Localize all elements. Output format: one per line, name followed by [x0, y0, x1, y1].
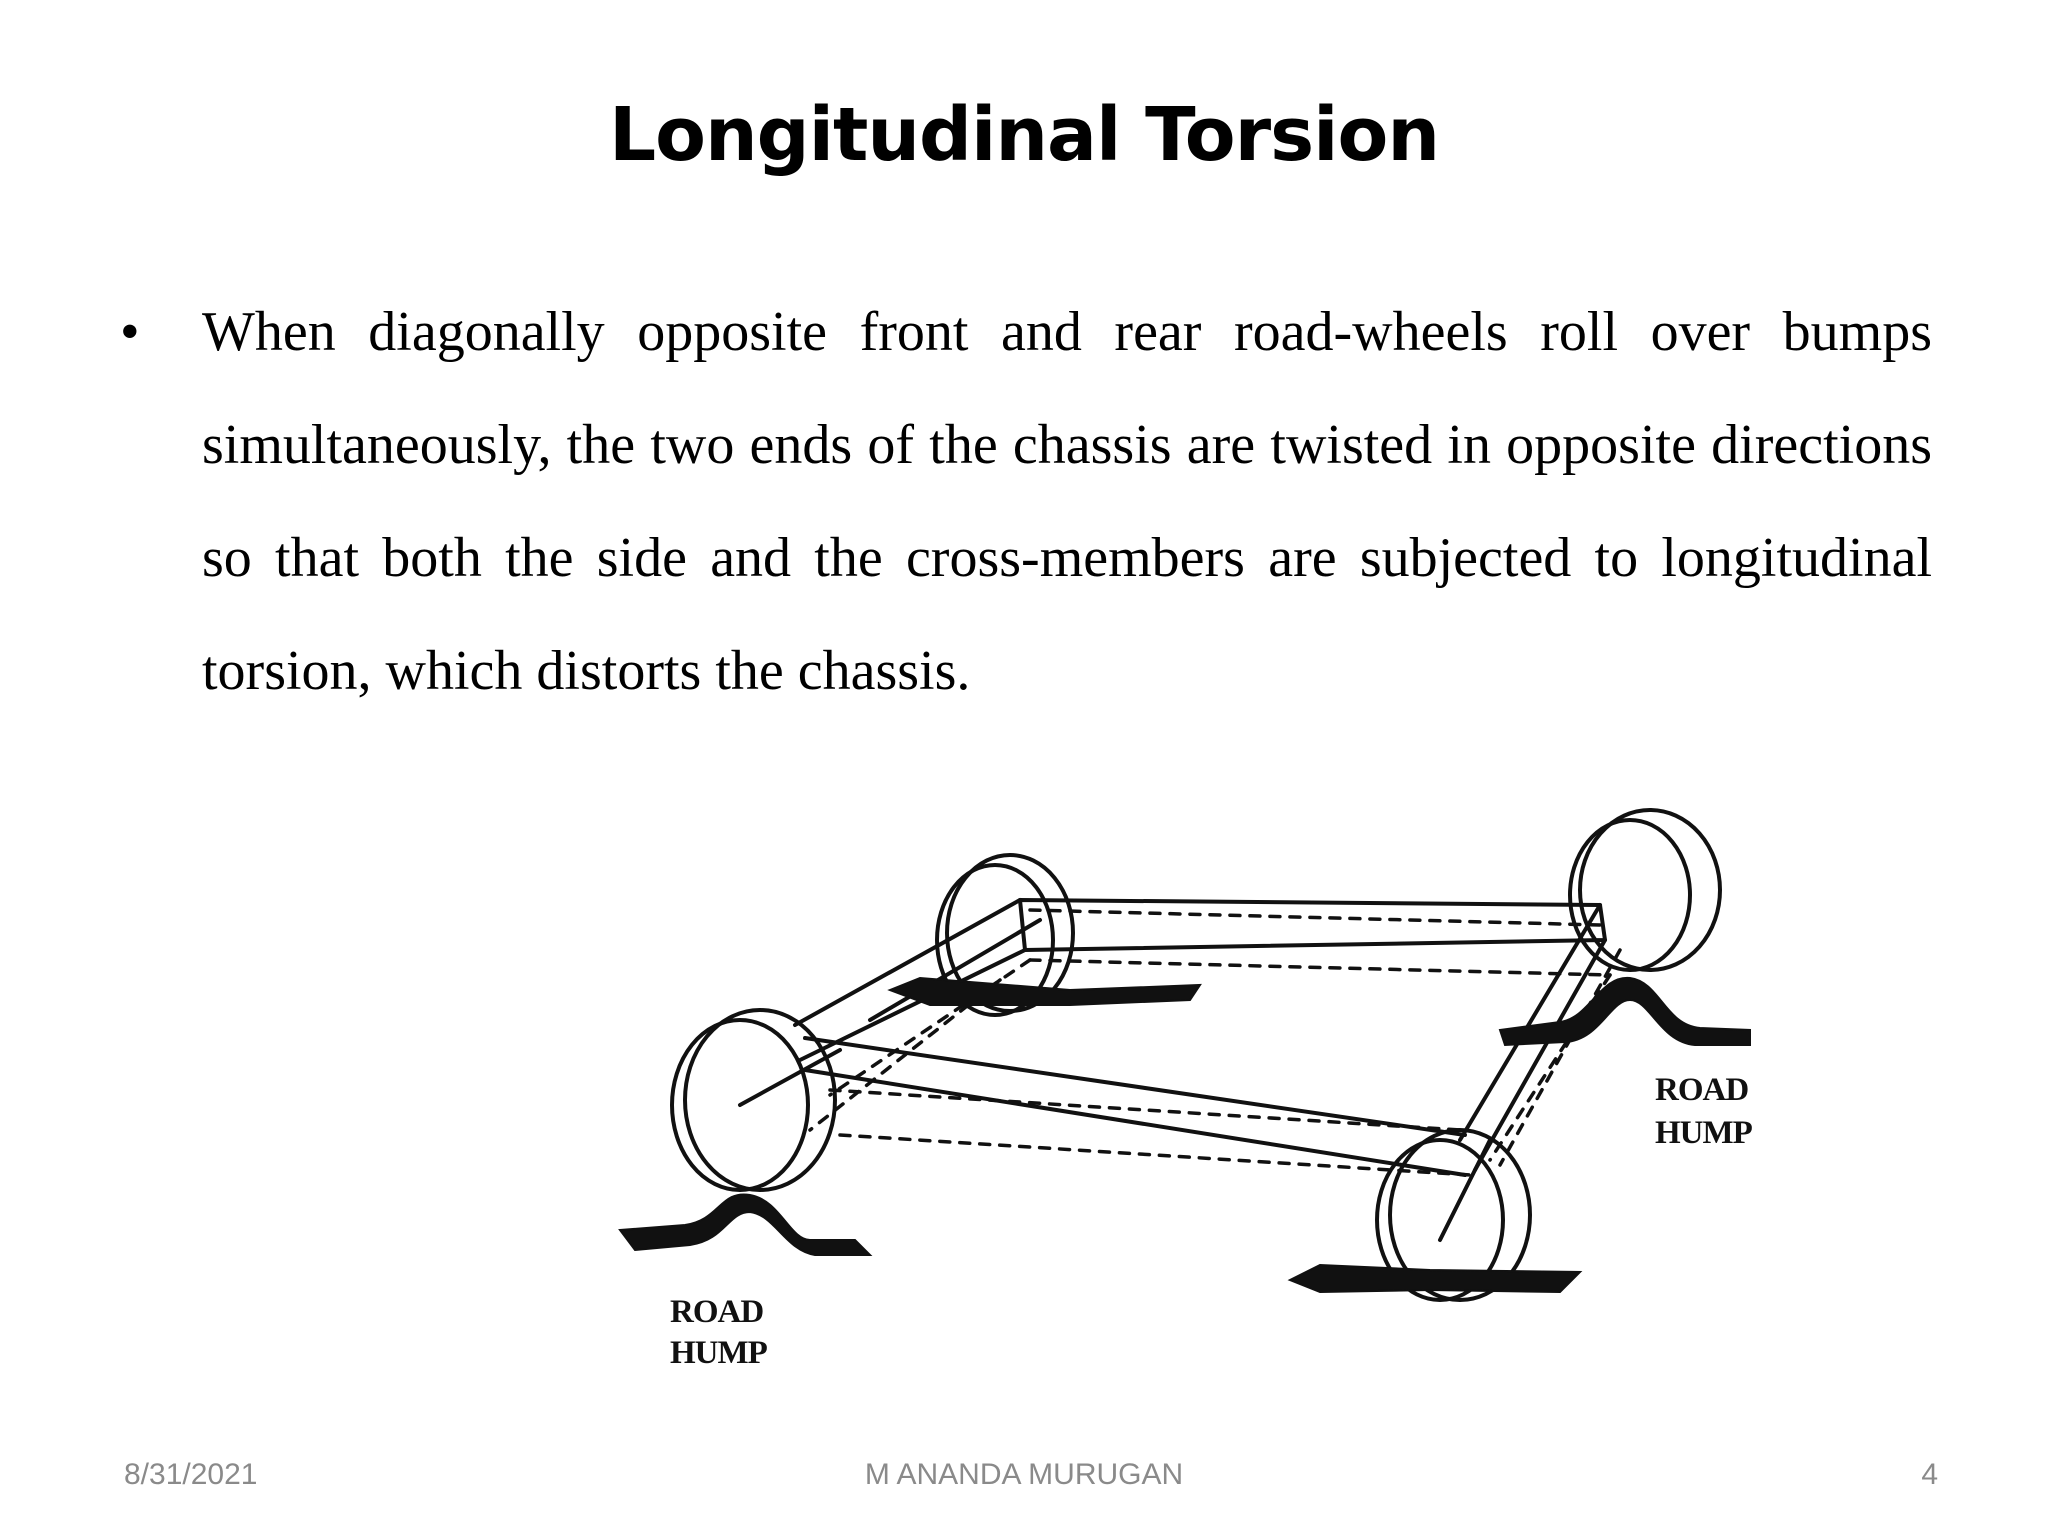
chassis-torsion-diagram: ROAD HUMP ROAD HUMP — [618, 808, 1754, 1371]
bullet-text: When diagonally opposite front and rear … — [202, 301, 1932, 702]
road-hump-right — [1498, 976, 1751, 1047]
road-hump-right-label-line1: ROAD — [1655, 1072, 1748, 1108]
wheel-front-left — [670, 1008, 842, 1192]
footer-date: 8/31/2021 — [124, 1458, 258, 1491]
footer-page-number: 4 — [1921, 1458, 1938, 1491]
chassis-frame-solid — [793, 898, 1607, 1177]
road-hump-right-label-line2: HUMP — [1655, 1115, 1753, 1151]
ground-front-right — [1287, 1263, 1583, 1294]
wheel-rear-right — [1568, 808, 1722, 972]
road-hump-left-label-line2: HUMP — [670, 1335, 768, 1371]
bullet-marker: • — [120, 301, 140, 363]
ground-rear-left — [887, 976, 1202, 1006]
road-hump-left-label-line1: ROAD — [670, 1294, 763, 1330]
chassis-frame-dashed — [808, 908, 1622, 1177]
slide-title: Longitudinal Torsion — [608, 92, 1440, 178]
road-hump-left — [618, 1193, 873, 1256]
footer-author: M ANANDA MURUGAN — [864, 1458, 1184, 1491]
